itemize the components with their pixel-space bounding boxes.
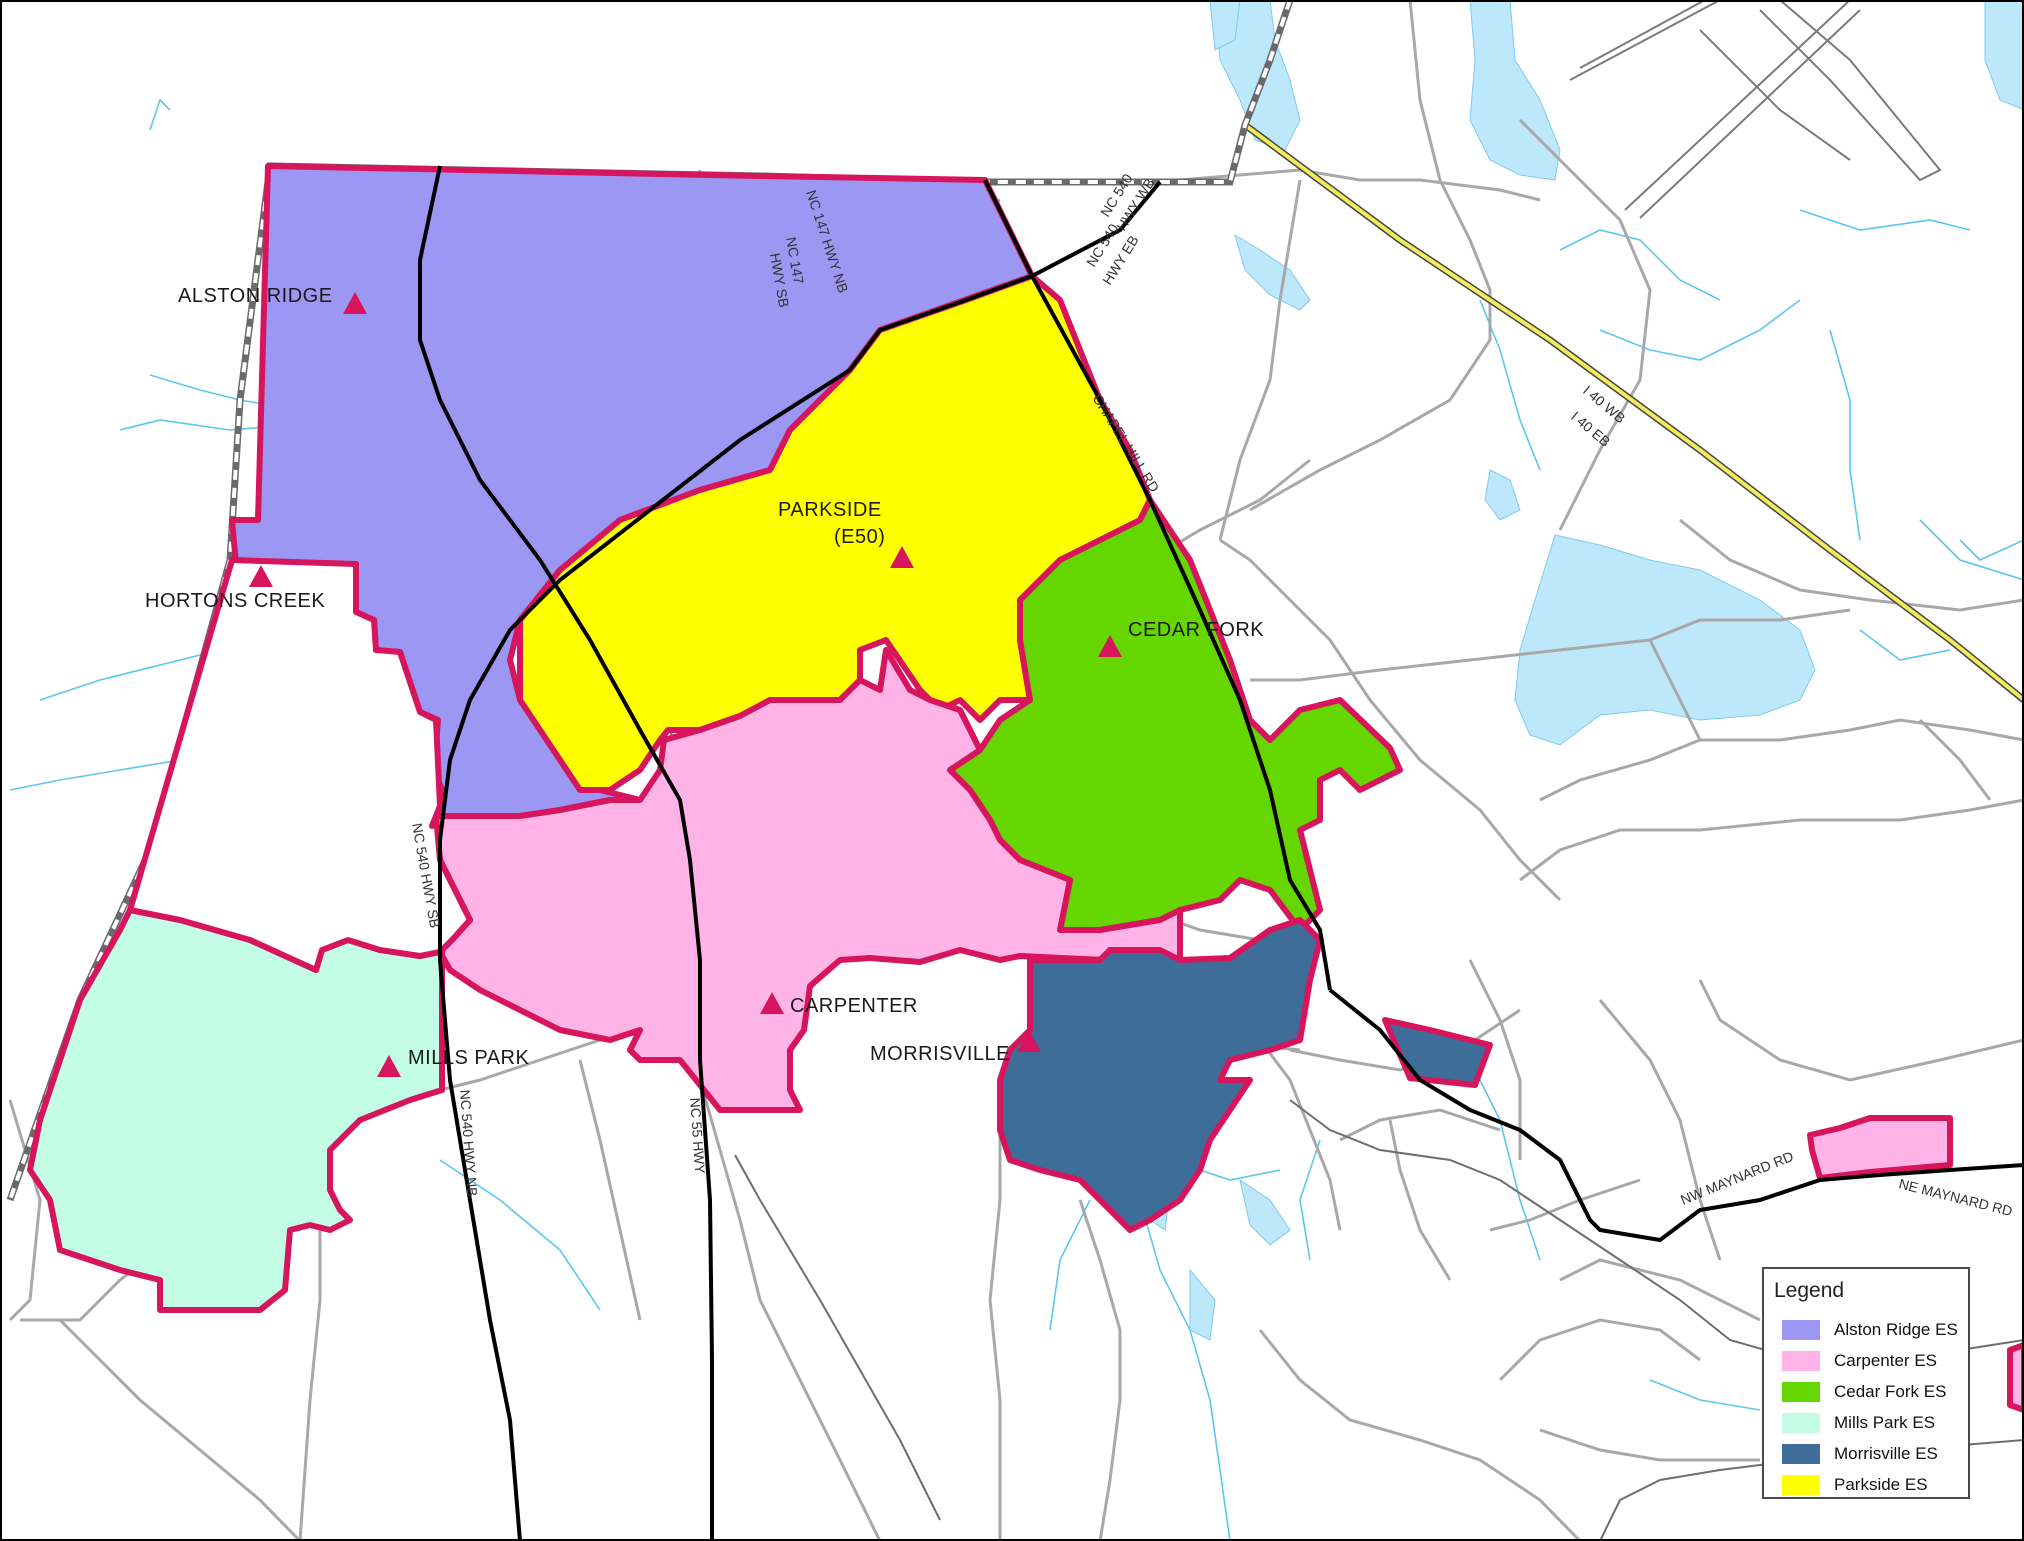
school-label-alston-ridge: ALSTON RIDGE xyxy=(178,285,333,307)
airport-runways xyxy=(1569,0,1942,219)
school-label-cedar-fork: CEDAR FORK xyxy=(1128,619,1264,641)
lake-northeast xyxy=(1984,0,2024,111)
triangle-icon xyxy=(1098,635,1122,657)
legend-swatch xyxy=(1782,1413,1820,1433)
school-label-carpenter: CARPENTER xyxy=(790,995,918,1017)
road-label-nc540-nb: NC 540 HWY NB xyxy=(457,1089,480,1197)
school-label-morrisville: MORRISVILLE xyxy=(870,1043,1010,1065)
attendance-zones xyxy=(27,163,2024,1413)
legend-item-mills-park: Mills Park ES xyxy=(1782,1410,1935,1436)
nc147 xyxy=(418,165,714,1541)
legend-label: Mills Park ES xyxy=(1834,1413,1936,1432)
school-label-hortons-creek: HORTONS CREEK xyxy=(145,590,325,612)
zone-morrisville xyxy=(997,917,1323,1233)
zone-hortons-creek xyxy=(127,557,473,973)
triangle-icon xyxy=(249,565,273,587)
legend-item-morrisville: Morrisville ES xyxy=(1782,1441,1938,1467)
zone-carpenter-parcel xyxy=(1807,1115,1953,1181)
triangle-icon xyxy=(890,546,914,568)
nc540-west-curve xyxy=(438,368,852,1541)
triangle-icon xyxy=(377,1055,401,1077)
major-highways xyxy=(418,165,2024,1541)
legend-label: Alston Ridge ES xyxy=(1834,1320,1958,1339)
legend-label: Cedar Fork ES xyxy=(1834,1382,1947,1401)
lake-north-1 xyxy=(1469,0,1561,181)
school-label-parkside: PARKSIDE xyxy=(778,499,882,521)
legend-item-parkside: Parkside ES xyxy=(1782,1472,1928,1498)
lake-north-2 xyxy=(1214,0,1301,151)
triangle-icon xyxy=(343,292,367,314)
legend-swatch xyxy=(1782,1320,1820,1340)
legend-item-carpenter: Carpenter ES xyxy=(1782,1348,1937,1374)
zone-carpenter-edge xyxy=(2007,1342,2024,1413)
map-legend: Legend Alston Ridge ES Carpenter ES Ceda… xyxy=(1762,1267,1970,1499)
chapel-hill-rd xyxy=(983,179,1332,991)
pond-se1 xyxy=(1239,1178,1291,1246)
pond-ne-small xyxy=(1484,469,1521,521)
legend-swatch xyxy=(1782,1444,1820,1464)
legend-swatch xyxy=(1782,1351,1820,1371)
pond-mid xyxy=(1234,233,1311,311)
legend-label: Morrisville ES xyxy=(1834,1444,1938,1463)
school-label-parkside-sub: (E50) xyxy=(834,526,885,548)
legend-item-alston-ridge: Alston Ridge ES xyxy=(1782,1317,1958,1343)
nc55-east xyxy=(1328,988,2024,1243)
nc540-north-arc xyxy=(848,180,1162,372)
school-markers xyxy=(249,292,1122,1077)
school-labels: ALSTON RIDGE HORTONS CREEK PARKSIDE (E50… xyxy=(145,285,1264,1069)
legend-label: Parkside ES xyxy=(1834,1475,1928,1494)
triangle-icon xyxy=(760,992,784,1014)
legend-label: Carpenter ES xyxy=(1834,1351,1937,1370)
zone-cedar-fork xyxy=(947,497,1403,933)
interstate-i40 xyxy=(1242,122,2024,703)
road-label-nc55: NC 55 HWY xyxy=(687,1097,708,1175)
legend-swatch xyxy=(1782,1382,1820,1402)
pond-north-mid xyxy=(1209,0,1241,51)
pond-se2 xyxy=(1189,1268,1216,1341)
lake-east xyxy=(1514,534,1816,746)
school-label-mills-park: MILLS PARK xyxy=(408,1047,529,1069)
triangle-icon xyxy=(1017,1030,1041,1052)
legend-title: Legend xyxy=(1774,1279,1845,1302)
legend-swatch xyxy=(1782,1475,1820,1495)
legend-item-cedar-fork: Cedar Fork ES xyxy=(1782,1379,1946,1405)
